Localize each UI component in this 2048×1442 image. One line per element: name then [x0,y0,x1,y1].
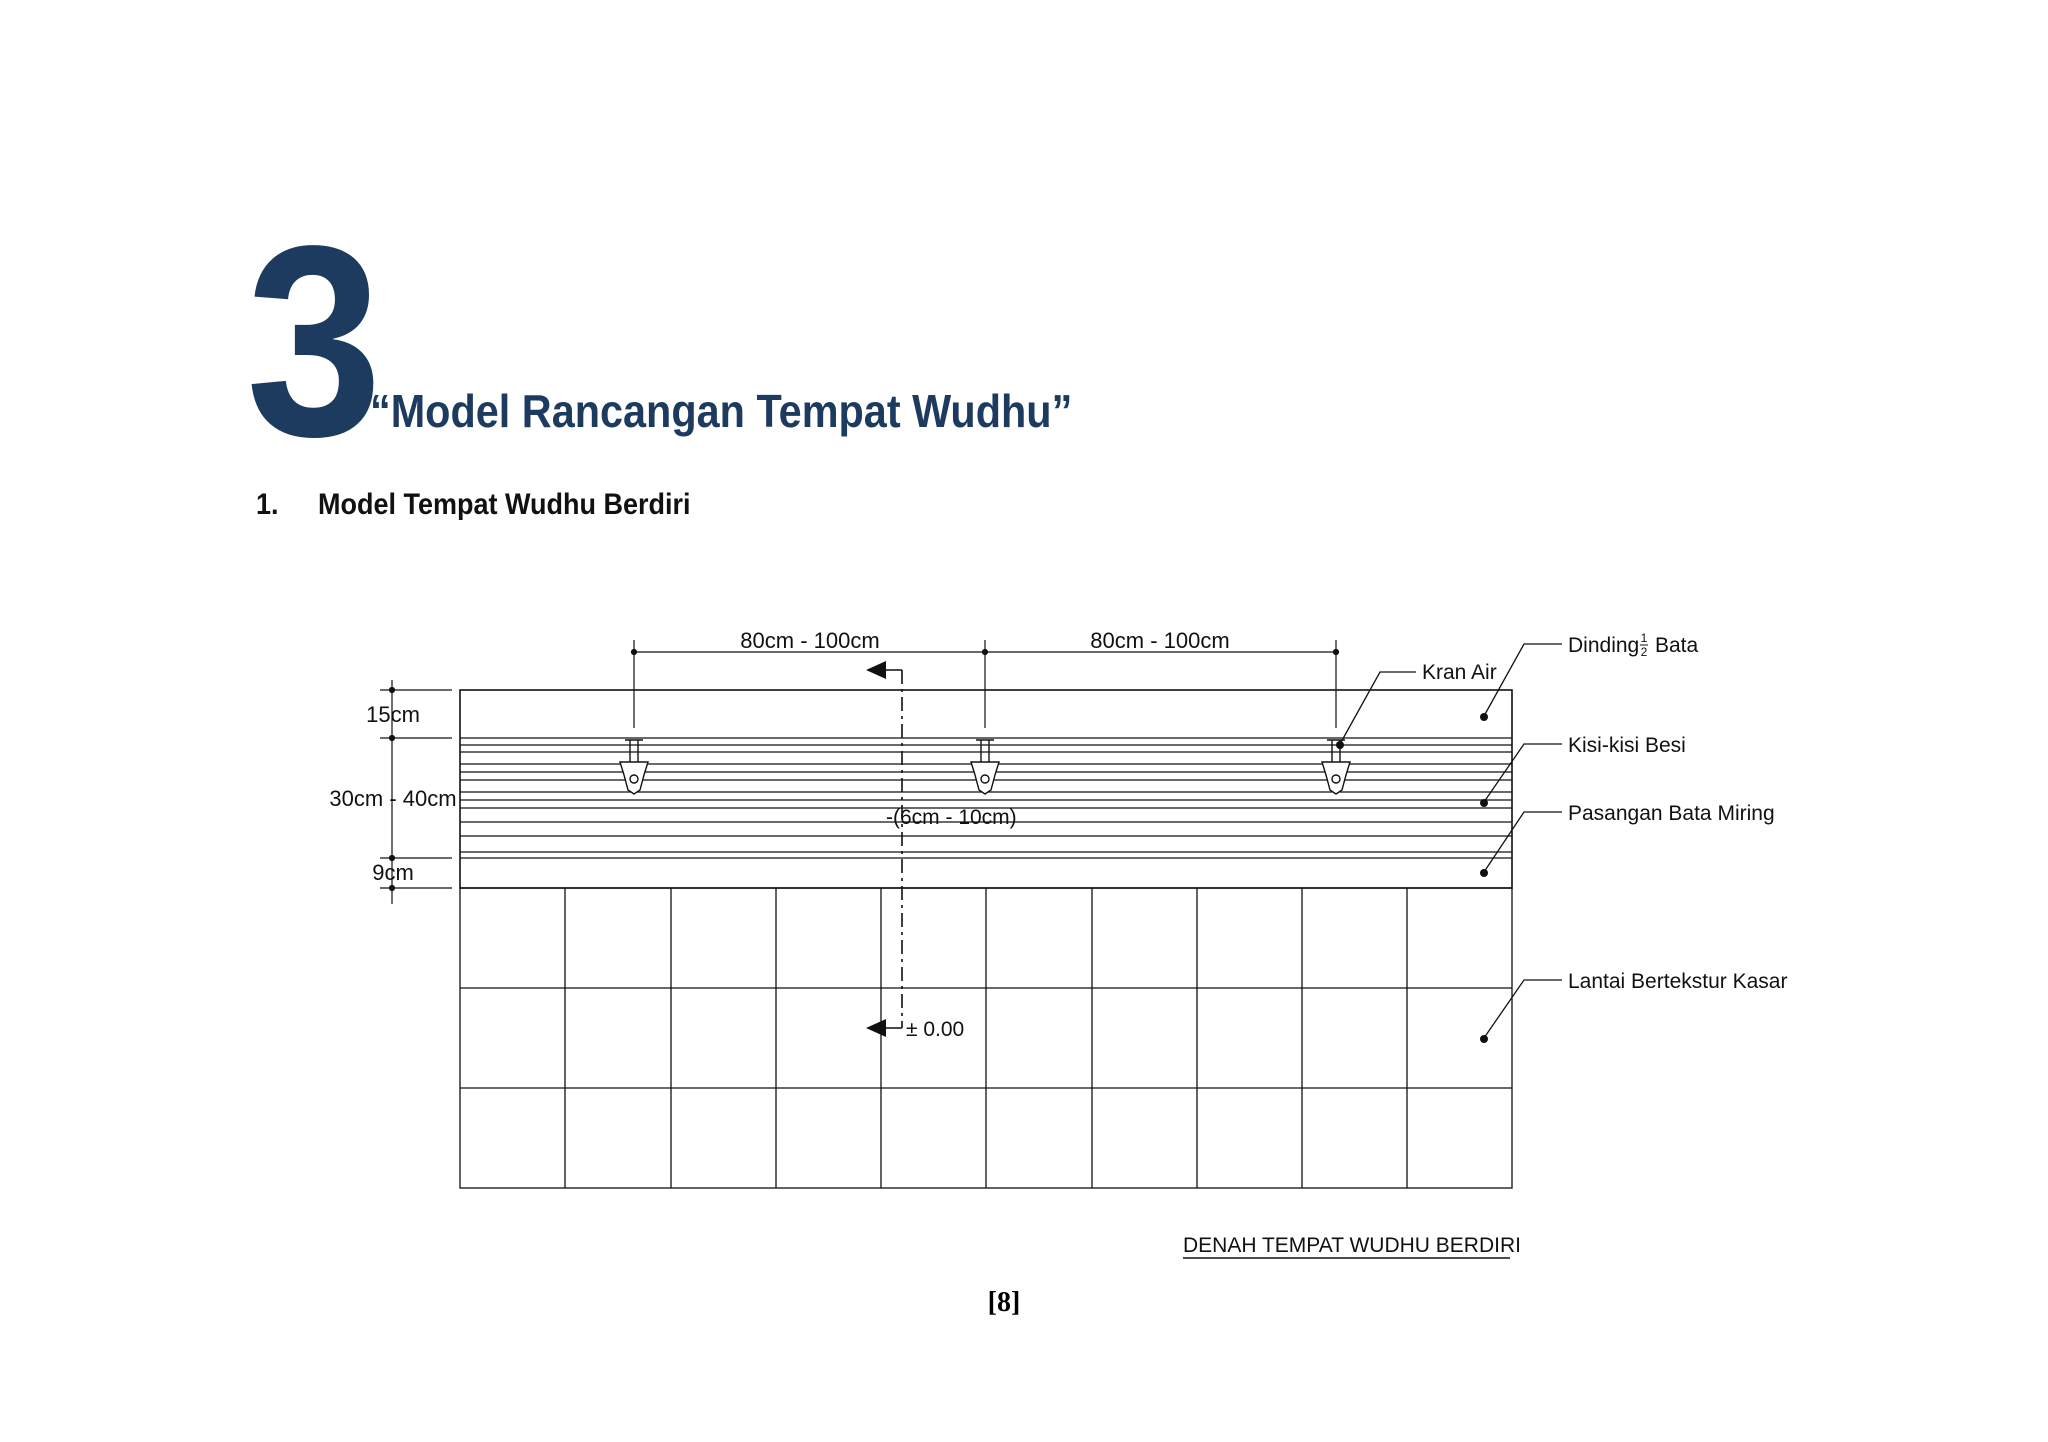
dimension-label-30-40cm: 30cm - 40cm [329,786,456,811]
callout-kisi-kisi-besi: Kisi-kisi Besi [1568,734,1686,757]
callout-pasangan-bata-miring: Pasangan Bata Miring [1568,802,1775,825]
dimension-label-15cm: 15cm [366,702,420,727]
floor-level-label: ± 0.00 [906,1018,964,1041]
callout-kran-air-leader [1336,671,1416,749]
callout-kisi-leader [1480,743,1562,807]
dimension-label-9cm: 9cm [372,860,414,885]
callout-dinding-suffix: Bata [1655,634,1699,657]
grille-lines [460,737,1512,859]
top-dimension-line [630,640,1340,728]
callout-lantai-leader [1480,979,1562,1043]
callout-kran-air: Kran Air [1422,661,1497,684]
callout-pasangan-leader [1480,811,1562,877]
callout-dinding-prefix: Dinding [1568,634,1639,657]
callout-dinding-fraction-denominator: 2 [1641,645,1648,659]
dimension-label-left: 80cm - 100cm [740,628,879,653]
chapter-title: “Model Rancangan Tempat Wudhu” [370,385,1073,437]
side-dimension-line [380,680,452,904]
page-number: [8] [987,1287,1021,1318]
faucet-icon [970,739,1000,795]
drawing-caption: DENAH TEMPAT WUDHU BERDIRI [1183,1234,1521,1257]
chapter-number: 3 [246,189,382,493]
faucet-icon [1321,739,1351,795]
faucet-icon [619,739,649,795]
section-cut-line [866,661,903,1037]
section-title: Model Tempat Wudhu Berdiri [318,488,691,521]
callout-dinding-leader [1480,643,1562,721]
step-height-label: -(6cm - 10cm) [886,806,1017,829]
floor-tile-grid [459,887,1513,1189]
callout-lantai-bertekstur-kasar: Lantai Bertekstur Kasar [1568,970,1787,993]
callout-dinding-fraction-numerator: 1 [1641,631,1648,645]
dimension-label-right: 80cm - 100cm [1090,628,1229,653]
section-number: 1. [256,488,279,521]
